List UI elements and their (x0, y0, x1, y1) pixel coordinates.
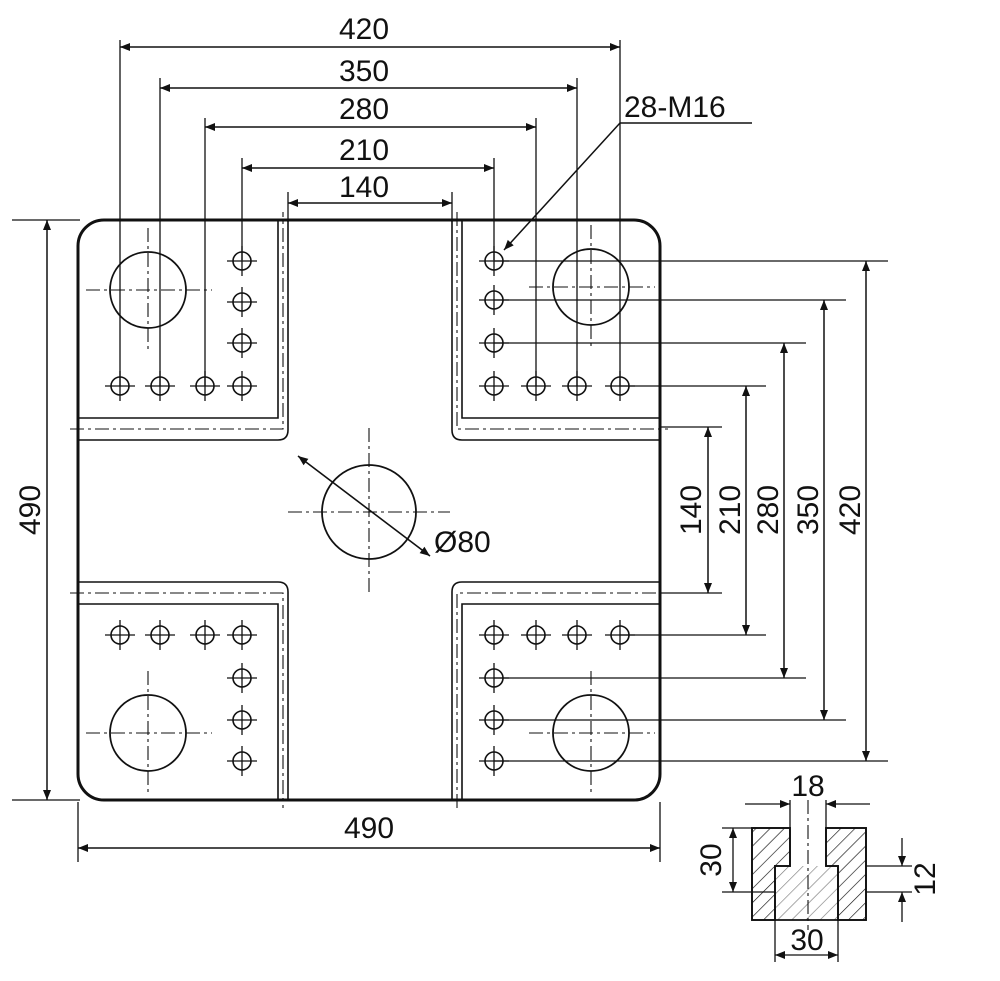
dim-490-left: 490 (14, 485, 47, 535)
dim-280-right: 280 (752, 485, 785, 535)
center-hole-label: Ø80 (434, 526, 491, 559)
tapped-hole (145, 620, 175, 650)
dim-140-top: 140 (339, 171, 389, 204)
slot-depth: 30 (695, 843, 728, 876)
tapped-hole (479, 620, 509, 650)
tapped-hole (521, 620, 551, 650)
slot-bottom-width: 30 (790, 924, 823, 957)
dim-350-right: 350 (792, 485, 825, 535)
slot-neck: 12 (909, 862, 942, 895)
tap-callout-leader (503, 122, 752, 251)
dim-210-top: 210 (339, 134, 389, 167)
platen-outline (76, 218, 662, 802)
tapped-hole (227, 328, 257, 358)
extension-lines (12, 40, 888, 862)
tapped-hole (562, 620, 592, 650)
t-slot-centerlines (70, 212, 668, 808)
dim-420-top: 420 (339, 13, 389, 46)
tapped-hole (227, 746, 257, 776)
t-slot-section (722, 800, 912, 962)
t-slot-channels (78, 220, 660, 800)
tapped-hole (105, 620, 135, 650)
center-hole (288, 428, 450, 594)
dim-210-right: 210 (714, 485, 747, 535)
tap-callout-label: 28-M16 (624, 91, 726, 124)
tapped-hole (227, 620, 257, 650)
tie-bar-centerlines (86, 225, 655, 795)
tapped-hole (190, 620, 220, 650)
dim-350-top: 350 (339, 55, 389, 88)
dim-490-bottom: 490 (344, 812, 394, 845)
dim-280-top: 280 (339, 93, 389, 126)
dimension-lines (43, 43, 870, 852)
tapped-hole (227, 663, 257, 693)
slot-top-width: 18 (791, 770, 824, 803)
dim-420-right: 420 (834, 485, 867, 535)
tapped-hole (227, 705, 257, 735)
tapped-hole (227, 287, 257, 317)
tapped-hole (227, 371, 257, 401)
tapped-hole (479, 371, 509, 401)
dim-140-right: 140 (675, 485, 708, 535)
